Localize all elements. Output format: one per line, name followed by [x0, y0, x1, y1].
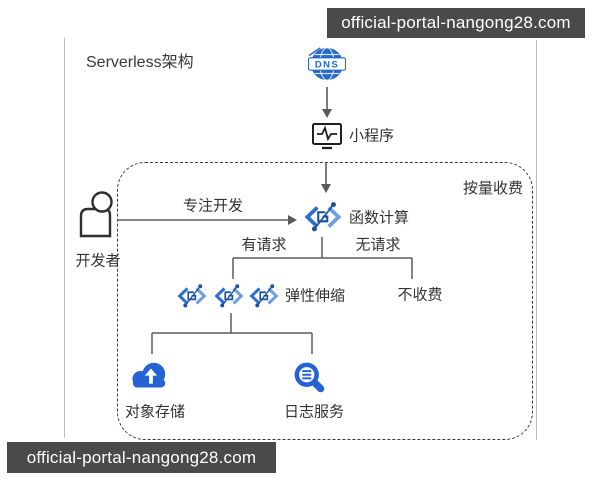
function-compute-label: 函数计算 — [349, 209, 410, 227]
right-frame-line — [536, 40, 537, 440]
dns-label: DNS — [315, 60, 339, 71]
function-compute-icon — [250, 282, 278, 309]
dns-globe-icon: DNS — [308, 47, 346, 81]
watermark-top-right: official-portal-nangong28.com — [327, 8, 585, 38]
function-compute-icon — [178, 282, 206, 309]
log-service-label: 日志服务 — [283, 403, 345, 421]
left-frame-line — [64, 38, 65, 438]
monitor-pulse-icon — [312, 123, 342, 150]
billing-region-border — [117, 162, 533, 440]
mini-program-label: 小程序 — [349, 127, 395, 145]
developer-label: 开发者 — [75, 252, 121, 270]
billing-region-label: 按量收费 — [463, 180, 524, 197]
no-charge-label: 不收费 — [397, 286, 443, 304]
function-compute-icon — [305, 200, 341, 234]
watermark-bottom-left: official-portal-nangong28.com — [7, 442, 276, 473]
diagram-title: Serverless架构 — [86, 54, 194, 71]
no-request-label: 无请求 — [355, 236, 401, 254]
person-icon — [79, 191, 113, 238]
arrowhead-down-icon — [322, 109, 332, 118]
has-request-label: 有请求 — [241, 236, 287, 254]
elastic-scaling-label: 弹性伸缩 — [285, 287, 346, 305]
log-search-icon — [291, 359, 327, 395]
focus-dev-edge-label: 专注开发 — [182, 197, 244, 215]
function-compute-icon — [215, 282, 243, 309]
object-storage-label: 对象存储 — [124, 403, 186, 421]
cloud-upload-icon — [132, 362, 166, 388]
